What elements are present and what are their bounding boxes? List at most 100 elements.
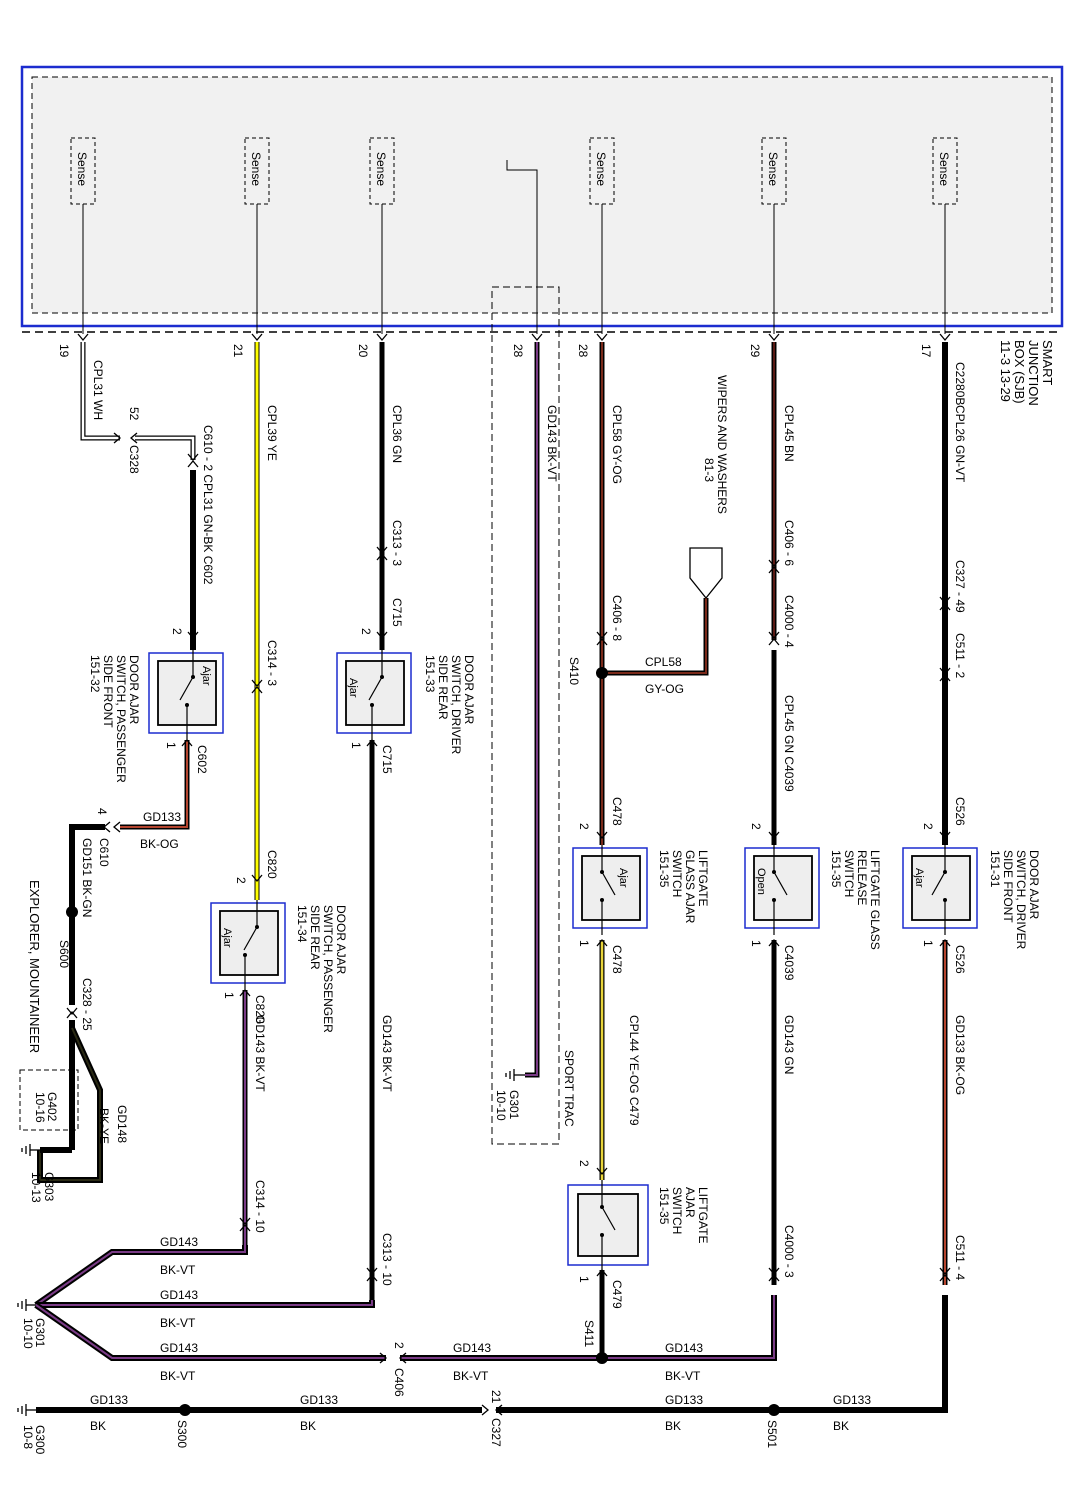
switch-state-text: Ajar	[200, 666, 212, 686]
bus-label: BK	[300, 1419, 316, 1433]
connector-label: C313 - 10	[380, 1233, 394, 1286]
connector-label: C511 - 4	[953, 1235, 967, 1280]
pin-number: 1	[921, 940, 935, 947]
bus-label: GD133	[90, 1393, 128, 1407]
component-label: SWITCH, PASSENGER	[114, 655, 128, 783]
component-label: 151-35	[657, 1187, 671, 1225]
bus-gd143-1	[34, 1245, 248, 1308]
pin-number: 1	[749, 940, 763, 947]
component-label: RELEASE	[855, 850, 869, 905]
connector-label: C327 - 49	[953, 560, 967, 613]
module-pins: 19 21 20 28 28 29 17	[57, 344, 933, 358]
module-name: SMART JUNCTION BOX (SJB) 11-3 13-29 C228…	[953, 340, 1055, 406]
wire-gd151	[69, 824, 105, 1005]
wire-label: BK-YE	[97, 1108, 111, 1144]
pin-number: 2	[749, 823, 763, 830]
bus-label: BK	[90, 1419, 106, 1433]
component-label: 151-31	[988, 850, 1002, 888]
component-label: LIFTGATE	[696, 850, 710, 906]
component-label: SWITCH	[670, 1187, 684, 1234]
wipers-label: 81-3	[702, 458, 716, 482]
connector-label: C406 - 6	[782, 520, 796, 566]
module-name-line: BOX (SJB)	[1012, 340, 1027, 404]
connector-label: C4039	[782, 945, 796, 981]
connector-label: C328 - 25	[80, 978, 94, 1031]
component-label: AJAR	[683, 1187, 697, 1218]
ground-label: 10-8	[21, 1425, 35, 1449]
module-connector-label: C2280B	[953, 362, 967, 405]
component-label: DOOR AJAR	[462, 655, 476, 725]
misc-labels: SPORT TRAC G301 10-10 GD151 BK-GN GD133 …	[21, 810, 576, 1455]
ground-symbols	[17, 1069, 525, 1416]
module-name-line: 11-3 13-29	[998, 340, 1013, 402]
component-label: DOOR AJAR	[127, 655, 141, 725]
bus-label: BK-VT	[160, 1369, 196, 1383]
component-label: DOOR AJAR	[334, 905, 348, 975]
wire-gd143-sport-trac	[525, 342, 540, 1078]
module-internal-lines	[82, 160, 946, 334]
connector-label: C328	[127, 445, 141, 474]
ground-label: 10-10	[21, 1318, 35, 1349]
connector-label: 21	[489, 1390, 503, 1404]
bus-label: BK-VT	[453, 1369, 489, 1383]
sense-label: Sense	[249, 152, 263, 186]
wire-labels: CPL26 GN-VT CPL45 BN CPL58 GY-OG GD143 B…	[91, 360, 967, 1126]
connector-label: C715	[380, 745, 394, 774]
component-label: SWITCH, DRIVER	[449, 655, 463, 755]
pin-number: 2	[921, 823, 935, 830]
pin-number: 1	[164, 742, 178, 749]
wire-label: GD148	[115, 1105, 129, 1143]
pin-number: 29	[748, 344, 762, 358]
pin-number: 2	[577, 1160, 591, 1167]
connector-marks	[66, 432, 951, 1416]
wire-label: GD151 BK-GN	[80, 838, 94, 917]
connector-label: C526	[953, 945, 967, 974]
bus-gd143-3	[34, 1302, 386, 1361]
wipers-color-label: GY-OG	[645, 682, 684, 696]
bus-label: GD133	[833, 1393, 871, 1407]
connector-label: C820	[265, 850, 279, 879]
ground-label: 10-13	[29, 1172, 43, 1203]
pin-number: 21	[231, 344, 245, 358]
bus-label: BK	[665, 1419, 681, 1433]
wire-label: CPL58 GY-OG	[610, 405, 624, 484]
component-label: SWITCH	[670, 850, 684, 897]
connector-label: 2	[392, 1342, 406, 1349]
wire-label: GD143 BK-VT	[253, 1015, 267, 1092]
wire-label: CPL31 WH	[91, 360, 105, 420]
ground-label: G303	[42, 1172, 56, 1202]
ground-label: G300	[33, 1425, 47, 1455]
pin-arrows	[77, 333, 951, 342]
bus-label: GD143	[453, 1341, 491, 1355]
connector-label: C4000 - 4	[782, 595, 796, 648]
module-inner-border	[31, 76, 1053, 314]
component-label: DOOR AJAR	[1027, 850, 1041, 920]
component-label: 151-32	[88, 655, 102, 693]
pin-number: 2	[577, 823, 591, 830]
pin-number: 1	[577, 940, 591, 947]
switch-sw1: Ajar	[902, 845, 978, 935]
wire-label: GD133	[143, 810, 181, 824]
switch-sw5: Ajar	[336, 650, 412, 740]
component-label: LIFTGATE	[696, 1187, 710, 1243]
connector-label: C4000 - 3	[782, 1225, 796, 1278]
ground-icon	[17, 1299, 36, 1311]
switch-sw2: Open	[744, 845, 820, 935]
pin-number: 4	[95, 808, 109, 815]
splice-s410	[596, 667, 608, 679]
pin-number: 1	[349, 742, 363, 749]
ground-label: G402	[45, 1092, 59, 1122]
wire-label: BK-OG	[140, 837, 179, 851]
connector-label: C406	[392, 1368, 406, 1397]
splice-label: S410	[567, 657, 581, 685]
switch-state-text: Ajar	[617, 868, 629, 888]
wire-cpl31-c328	[135, 435, 196, 460]
component-labels: DOOR AJAR SWITCH, DRIVER SIDE FRONT 151-…	[88, 655, 1041, 1243]
connector-label: C820	[253, 995, 267, 1024]
pin-number: 2	[359, 628, 373, 635]
ground-label: 10-10	[494, 1090, 508, 1121]
sense-label: Sense	[75, 152, 89, 186]
splices	[66, 667, 780, 1416]
bus-label: BK-VT	[160, 1316, 196, 1330]
